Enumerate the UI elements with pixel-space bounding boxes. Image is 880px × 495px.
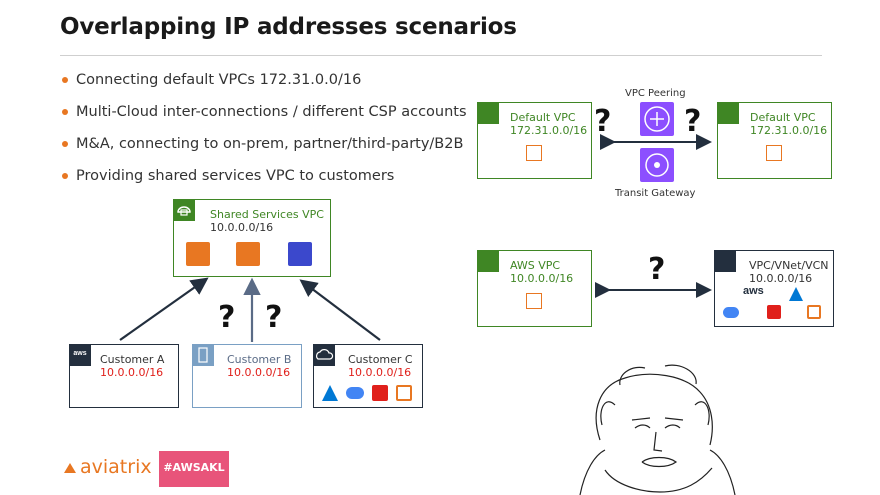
azure-icon: [789, 287, 803, 301]
instances-icon: [526, 293, 542, 309]
customer-c-name: Customer C: [348, 353, 413, 366]
default-vpc-left-title: Default VPC: [510, 111, 576, 124]
alibaba-icon: [807, 305, 821, 319]
arrow-customer-c: [299, 279, 381, 341]
default-vpc-right-cidr: 172.31.0.0/16: [750, 124, 828, 137]
customer-c-box: Customer C 10.0.0.0/16: [313, 344, 423, 408]
question-mark-peering-left: ?: [594, 104, 612, 139]
arrow-customer-a: [119, 277, 209, 341]
customer-b-name: Customer B: [227, 353, 292, 366]
vpc-lock-icon: [477, 102, 499, 124]
question-mark-a: ?: [218, 300, 236, 335]
default-vpc-right: Default VPC 172.31.0.0/16: [717, 102, 832, 179]
frustrated-face-sketch: [579, 364, 736, 495]
aws-vpc-cidr: 10.0.0.0/16: [510, 272, 574, 285]
shared-vpc-title: Shared Services VPC: [210, 208, 324, 221]
shared-services-vpc: Shared Services VPC 10.0.0.0/16: [173, 199, 331, 277]
bullet-item: Multi-Cloud inter-connections / differen…: [62, 102, 467, 134]
vpc-lock-icon: [173, 199, 195, 221]
bullet-item: Connecting default VPCs 172.31.0.0/16: [62, 70, 467, 102]
vpc-peering-label: VPC Peering: [625, 88, 686, 99]
default-vpc-right-title: Default VPC: [750, 111, 816, 124]
aws-icon: aws: [69, 344, 91, 366]
customer-b-box: Customer B 10.0.0.0/16: [192, 344, 302, 408]
alibaba-icon: [396, 385, 412, 401]
azure-icon: [322, 385, 338, 401]
aws-logo: aws: [743, 285, 764, 297]
question-mark-peering-right: ?: [684, 104, 702, 139]
building-icon: [192, 344, 214, 366]
cloud-icon: [313, 344, 335, 366]
cloud-icon: [714, 250, 736, 272]
aws-vpc-title: AWS VPC: [510, 259, 561, 272]
bullet-item: M&A, connecting to on-prem, partner/thir…: [62, 134, 467, 166]
aviatrix-logo-text: aviatrix: [80, 456, 152, 478]
multicloud-vpc-box: VPC/VNet/VCN 10.0.0.0/16 aws: [714, 250, 834, 327]
customer-a-cidr: 10.0.0.0/16: [100, 366, 164, 379]
vpc-lock-icon: [477, 250, 499, 272]
instances-icon: [766, 145, 782, 161]
transit-gateway-label: Transit Gateway: [615, 188, 696, 199]
title-divider: [60, 55, 822, 56]
customer-a-name: Customer A: [100, 353, 165, 366]
gcp-icon: [723, 307, 739, 318]
kubernetes-service-icon: [186, 242, 210, 266]
customer-a-box: aws Customer A 10.0.0.0/16: [69, 344, 179, 408]
customer-c-cidr: 10.0.0.0/16: [348, 366, 412, 379]
database-service-icon: [288, 242, 312, 266]
bullet-list: Connecting default VPCs 172.31.0.0/16 Mu…: [62, 70, 467, 198]
aws-vpc-box: AWS VPC 10.0.0.0/16: [477, 250, 592, 327]
default-vpc-left-cidr: 172.31.0.0/16: [510, 124, 588, 137]
question-mark-b: ?: [265, 300, 283, 335]
customer-b-cidr: 10.0.0.0/16: [227, 366, 291, 379]
instances-icon: [526, 145, 542, 161]
shared-vpc-cidr: 10.0.0.0/16: [210, 221, 274, 234]
multicloud-vpc-title: VPC/VNet/VCN: [749, 259, 829, 272]
page-title: Overlapping IP addresses scenarios: [60, 14, 517, 40]
container-service-icon: [236, 242, 260, 266]
aviatrix-logo-icon: [64, 463, 76, 473]
oracle-icon: [767, 305, 781, 319]
oracle-icon: [372, 385, 388, 401]
multicloud-vpc-cidr: 10.0.0.0/16: [749, 272, 813, 285]
awsakl-logo: #AWSAKL: [159, 451, 229, 487]
default-vpc-left: Default VPC 172.31.0.0/16: [477, 102, 592, 179]
vpc-lock-icon: [717, 102, 739, 124]
gcp-icon: [346, 387, 364, 399]
question-mark-multicloud: ?: [648, 252, 666, 287]
awsakl-tag: #AWSAKL: [163, 461, 225, 474]
bullet-item: Providing shared services VPC to custome…: [62, 166, 467, 198]
